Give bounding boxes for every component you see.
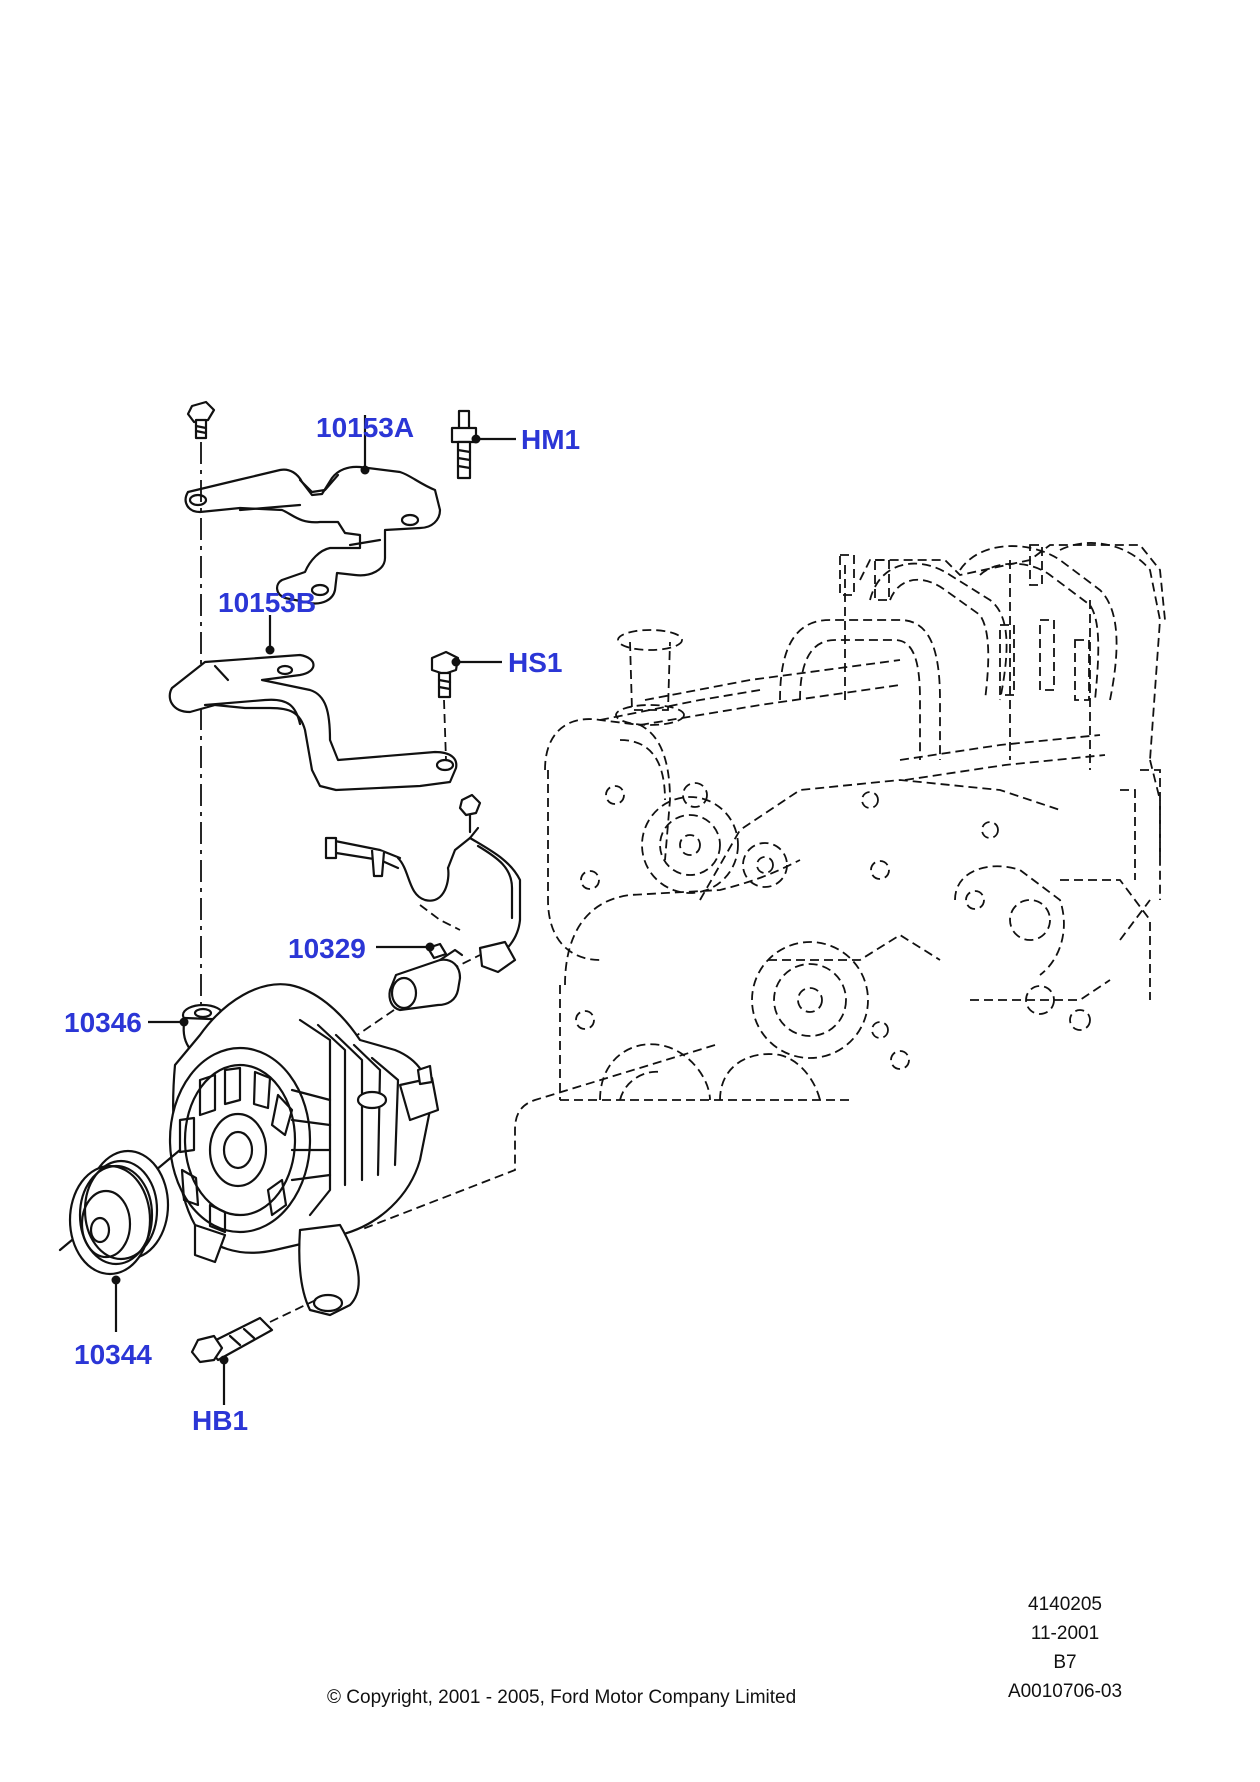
copyright-notice: © Copyright, 2001 - 2005, Ford Motor Com…	[327, 1687, 797, 1708]
callout-10344: 10344	[74, 1339, 152, 1370]
callout-leaders	[111, 415, 516, 1405]
drawing-reference-block: 4140205 11-2001 B7 A0010706-03	[990, 1590, 1140, 1706]
wiring-harness-drawing	[324, 793, 522, 996]
callout-10153b: 10153B	[218, 587, 316, 618]
ref-line-3: B7	[1053, 1652, 1077, 1673]
bolt-hb1-drawing	[190, 1297, 321, 1364]
bracket-10153a-drawing	[184, 465, 442, 605]
engine-outline	[359, 542, 1166, 1231]
screw-hs1-drawing	[430, 650, 460, 761]
stud-hm1-drawing	[450, 409, 478, 480]
callout-10153a: 10153A	[316, 412, 414, 443]
callout-10329: 10329	[288, 933, 366, 964]
callout-hs1: HS1	[508, 647, 562, 678]
alternator-10346-drawing	[58, 983, 440, 1317]
bracket-bolt-top-drawing	[186, 400, 216, 440]
callout-10346: 10346	[64, 1007, 142, 1038]
callout-hm1: HM1	[521, 424, 580, 455]
connector-10329-drawing	[319, 942, 464, 1061]
pulley-10344-drawing	[68, 1149, 170, 1276]
callout-hb1: HB1	[192, 1405, 248, 1436]
ref-line-2: 11-2001	[1030, 1623, 1100, 1644]
bracket-10153b-drawing	[168, 653, 458, 792]
ref-line-1: 4140205	[1028, 1594, 1102, 1615]
ref-line-4: A0010706-03	[1007, 1681, 1123, 1702]
